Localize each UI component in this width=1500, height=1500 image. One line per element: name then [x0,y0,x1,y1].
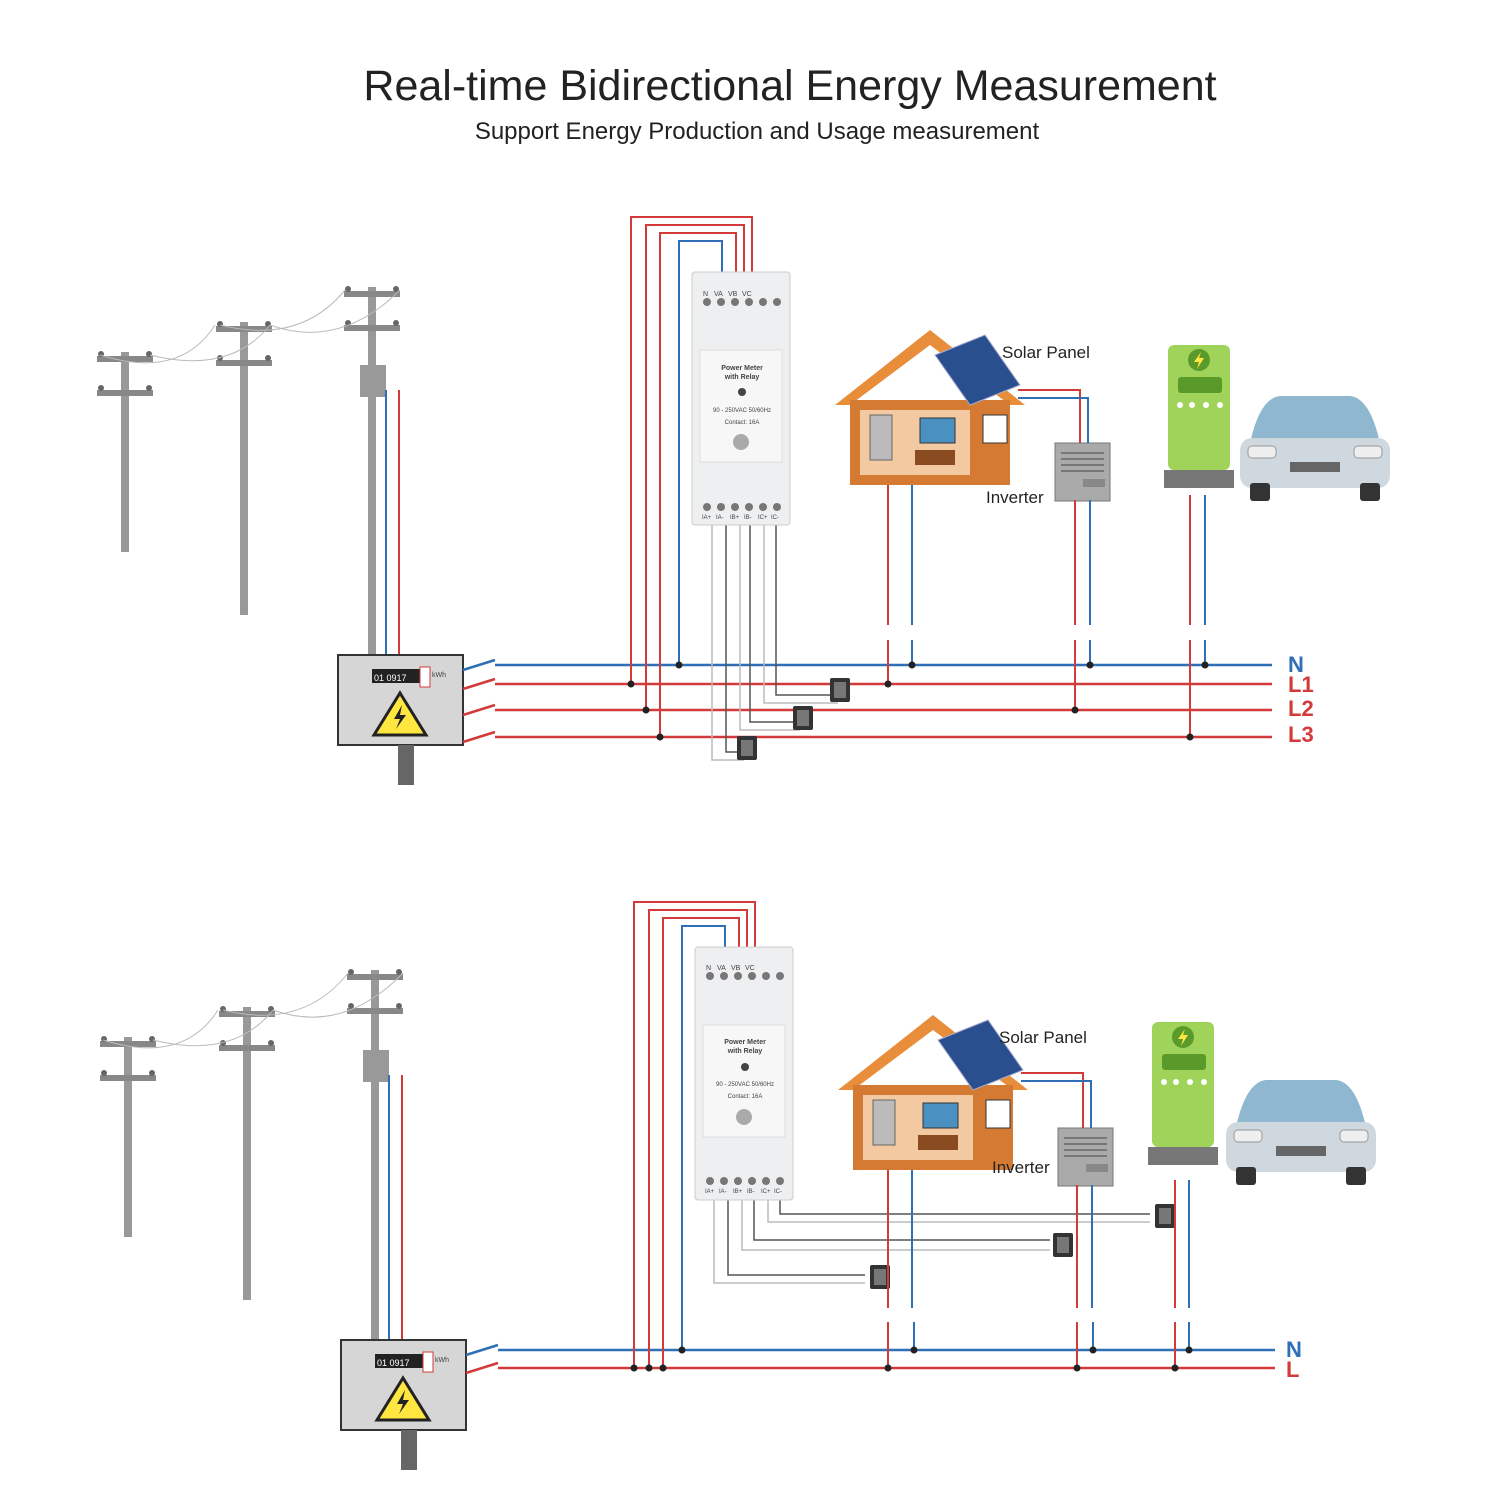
single-phase-diagram: 01 0917 kWh N L [100,901,1377,1472]
terminal-vc: VC [742,291,752,298]
terminal-ic-minus: IC- [774,1189,782,1195]
terminal-ib-minus: IB- [744,515,752,521]
bus-lines [462,658,1272,744]
terminal-n: N [706,965,711,972]
terminal-vb: VB [731,965,741,972]
loads: Solar Panel Inverter [834,329,1391,741]
line-label-l3: L3 [1288,722,1314,747]
terminal-n: N [703,291,708,298]
device-rating: 90 - 250VAC 50/60Hz [716,1082,774,1088]
line-label-l2: L2 [1288,696,1314,721]
inverter-unit [1054,442,1111,502]
meter-reading: 01 0917 [374,673,407,683]
terminal-ia-minus: IA- [719,1189,727,1195]
bus-lines [465,1343,1275,1375]
power-meter-device: N VA VB VC Power Meter with Relay 90 - 2… [694,946,794,1201]
current-transformer-l2 [793,706,813,730]
voltage-wires [630,901,756,1372]
utility-meter-box: 01 0917 kWh [339,1338,468,1472]
ct-wires [713,1200,1175,1289]
device-name: Power Meter [721,365,763,372]
device-name-line2: with Relay [727,1048,763,1055]
page-subtitle: Support Energy Production and Usage meas… [474,118,1040,145]
inverter-unit [1057,1127,1114,1187]
terminal-va: VA [717,965,726,972]
terminal-ic-plus: IC+ [758,515,768,521]
house-with-solar-panel [834,329,1026,486]
line-label-n: N [1288,652,1304,677]
utility-poles [100,969,404,1340]
electric-car [1239,395,1391,502]
current-transformer-l1 [830,678,850,702]
utility-poles [97,286,401,655]
utility-meter-box: 01 0917 kWh [336,653,465,787]
terminal-ic-minus: IC- [771,515,779,521]
electric-car [1225,1079,1377,1186]
line-label-l1: L1 [1288,672,1314,697]
ct-wires [711,525,850,761]
meter-unit: kWh [435,1357,449,1364]
terminal-ib-minus: IB- [747,1189,755,1195]
current-transformer-charger [1155,1204,1175,1228]
ev-charger [1148,1022,1218,1165]
inverter-label: Inverter [986,488,1044,507]
terminal-ia-plus: IA+ [702,515,712,521]
terminal-ib-plus: IB+ [733,1189,743,1195]
power-meter-device: N VA VB VC Power Meter with Relay 90 - 2… [691,271,791,526]
terminal-vb: VB [728,291,738,298]
terminal-vc: VC [745,965,755,972]
solar-panel-label: Solar Panel [1002,343,1090,362]
current-transformer-l3 [737,736,757,760]
three-phase-diagram: 01 0917 kWh N L1 L2 L3 [97,216,1391,787]
page-title: Real-time Bidirectional Energy Measureme… [363,62,1217,110]
inverter-label: Inverter [992,1158,1050,1177]
terminal-ic-plus: IC+ [761,1189,771,1195]
meter-unit: kWh [432,672,446,679]
line-label-l: L [1286,1357,1299,1382]
terminal-ia-minus: IA- [716,515,724,521]
loads: Solar Panel Inverter [837,1014,1377,1372]
device-name-line2: with Relay [724,374,760,381]
device-contact: Contact: 16A [728,1094,763,1100]
device-contact: Contact: 16A [725,420,760,426]
terminal-ia-plus: IA+ [705,1189,715,1195]
line-label-n: N [1286,1337,1302,1362]
voltage-wires [627,216,753,741]
ev-charger [1164,345,1234,488]
terminal-va: VA [714,291,723,298]
solar-panel-label: Solar Panel [999,1028,1087,1047]
meter-reading: 01 0917 [377,1358,410,1368]
terminal-ib-plus: IB+ [730,515,740,521]
device-rating: 90 - 250VAC 50/60Hz [713,408,771,414]
current-transformer-inverter [1053,1233,1073,1257]
device-name: Power Meter [724,1039,766,1046]
